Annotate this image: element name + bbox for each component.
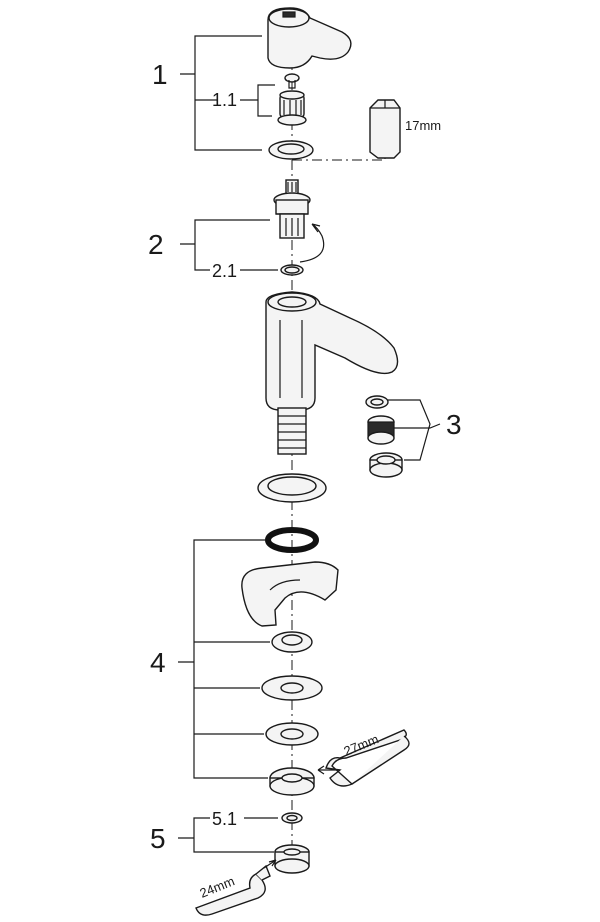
callout-5-1: 5.1 [212,809,237,829]
cartridge-head-part [273,179,311,239]
hex-socket-tool [369,99,401,159]
handle-screw [284,73,300,89]
callout-4: 4 [150,647,166,678]
bracket-5 [178,817,278,853]
bracket-3 [388,399,441,461]
callout-5: 5 [150,823,166,854]
handle-lever [267,7,352,69]
washer-5-1 [281,812,303,824]
callout-3: 3 [446,409,462,440]
aerator-housing [369,452,403,478]
wrench-24mm [195,864,271,916]
bracket-2 [180,219,278,271]
base-flange [257,473,327,503]
lock-nut-4d [269,767,315,796]
wrench-27mm-label: 27mm [342,731,381,758]
bracket-4 [178,539,270,779]
washer-4a [271,631,313,653]
callout-1: 1 [152,59,168,90]
bracket-1 [180,35,262,151]
aerator-insert [367,415,395,445]
basin-section [241,561,339,627]
socket-size-label: 17mm [405,118,441,133]
callout-1-1: 1.1 [212,90,237,110]
wrench-27mm [325,729,410,787]
assembly-arrow [299,223,325,263]
leader-1-1 [240,84,275,117]
faucet-body [265,291,399,455]
washer-4c [265,722,319,746]
o-ring-2-1 [280,264,304,276]
callout-2: 2 [148,229,164,260]
cap-insert [277,90,307,126]
callout-2-1: 2.1 [212,261,237,281]
washer-4b [261,675,323,701]
cover-washer [268,140,314,160]
wrench-24mm-arrow [263,859,277,869]
o-ring-black [265,527,319,553]
wrench-27mm-arrow [317,765,340,775]
union-nut-5 [274,844,310,874]
aerator-washer [365,395,389,409]
